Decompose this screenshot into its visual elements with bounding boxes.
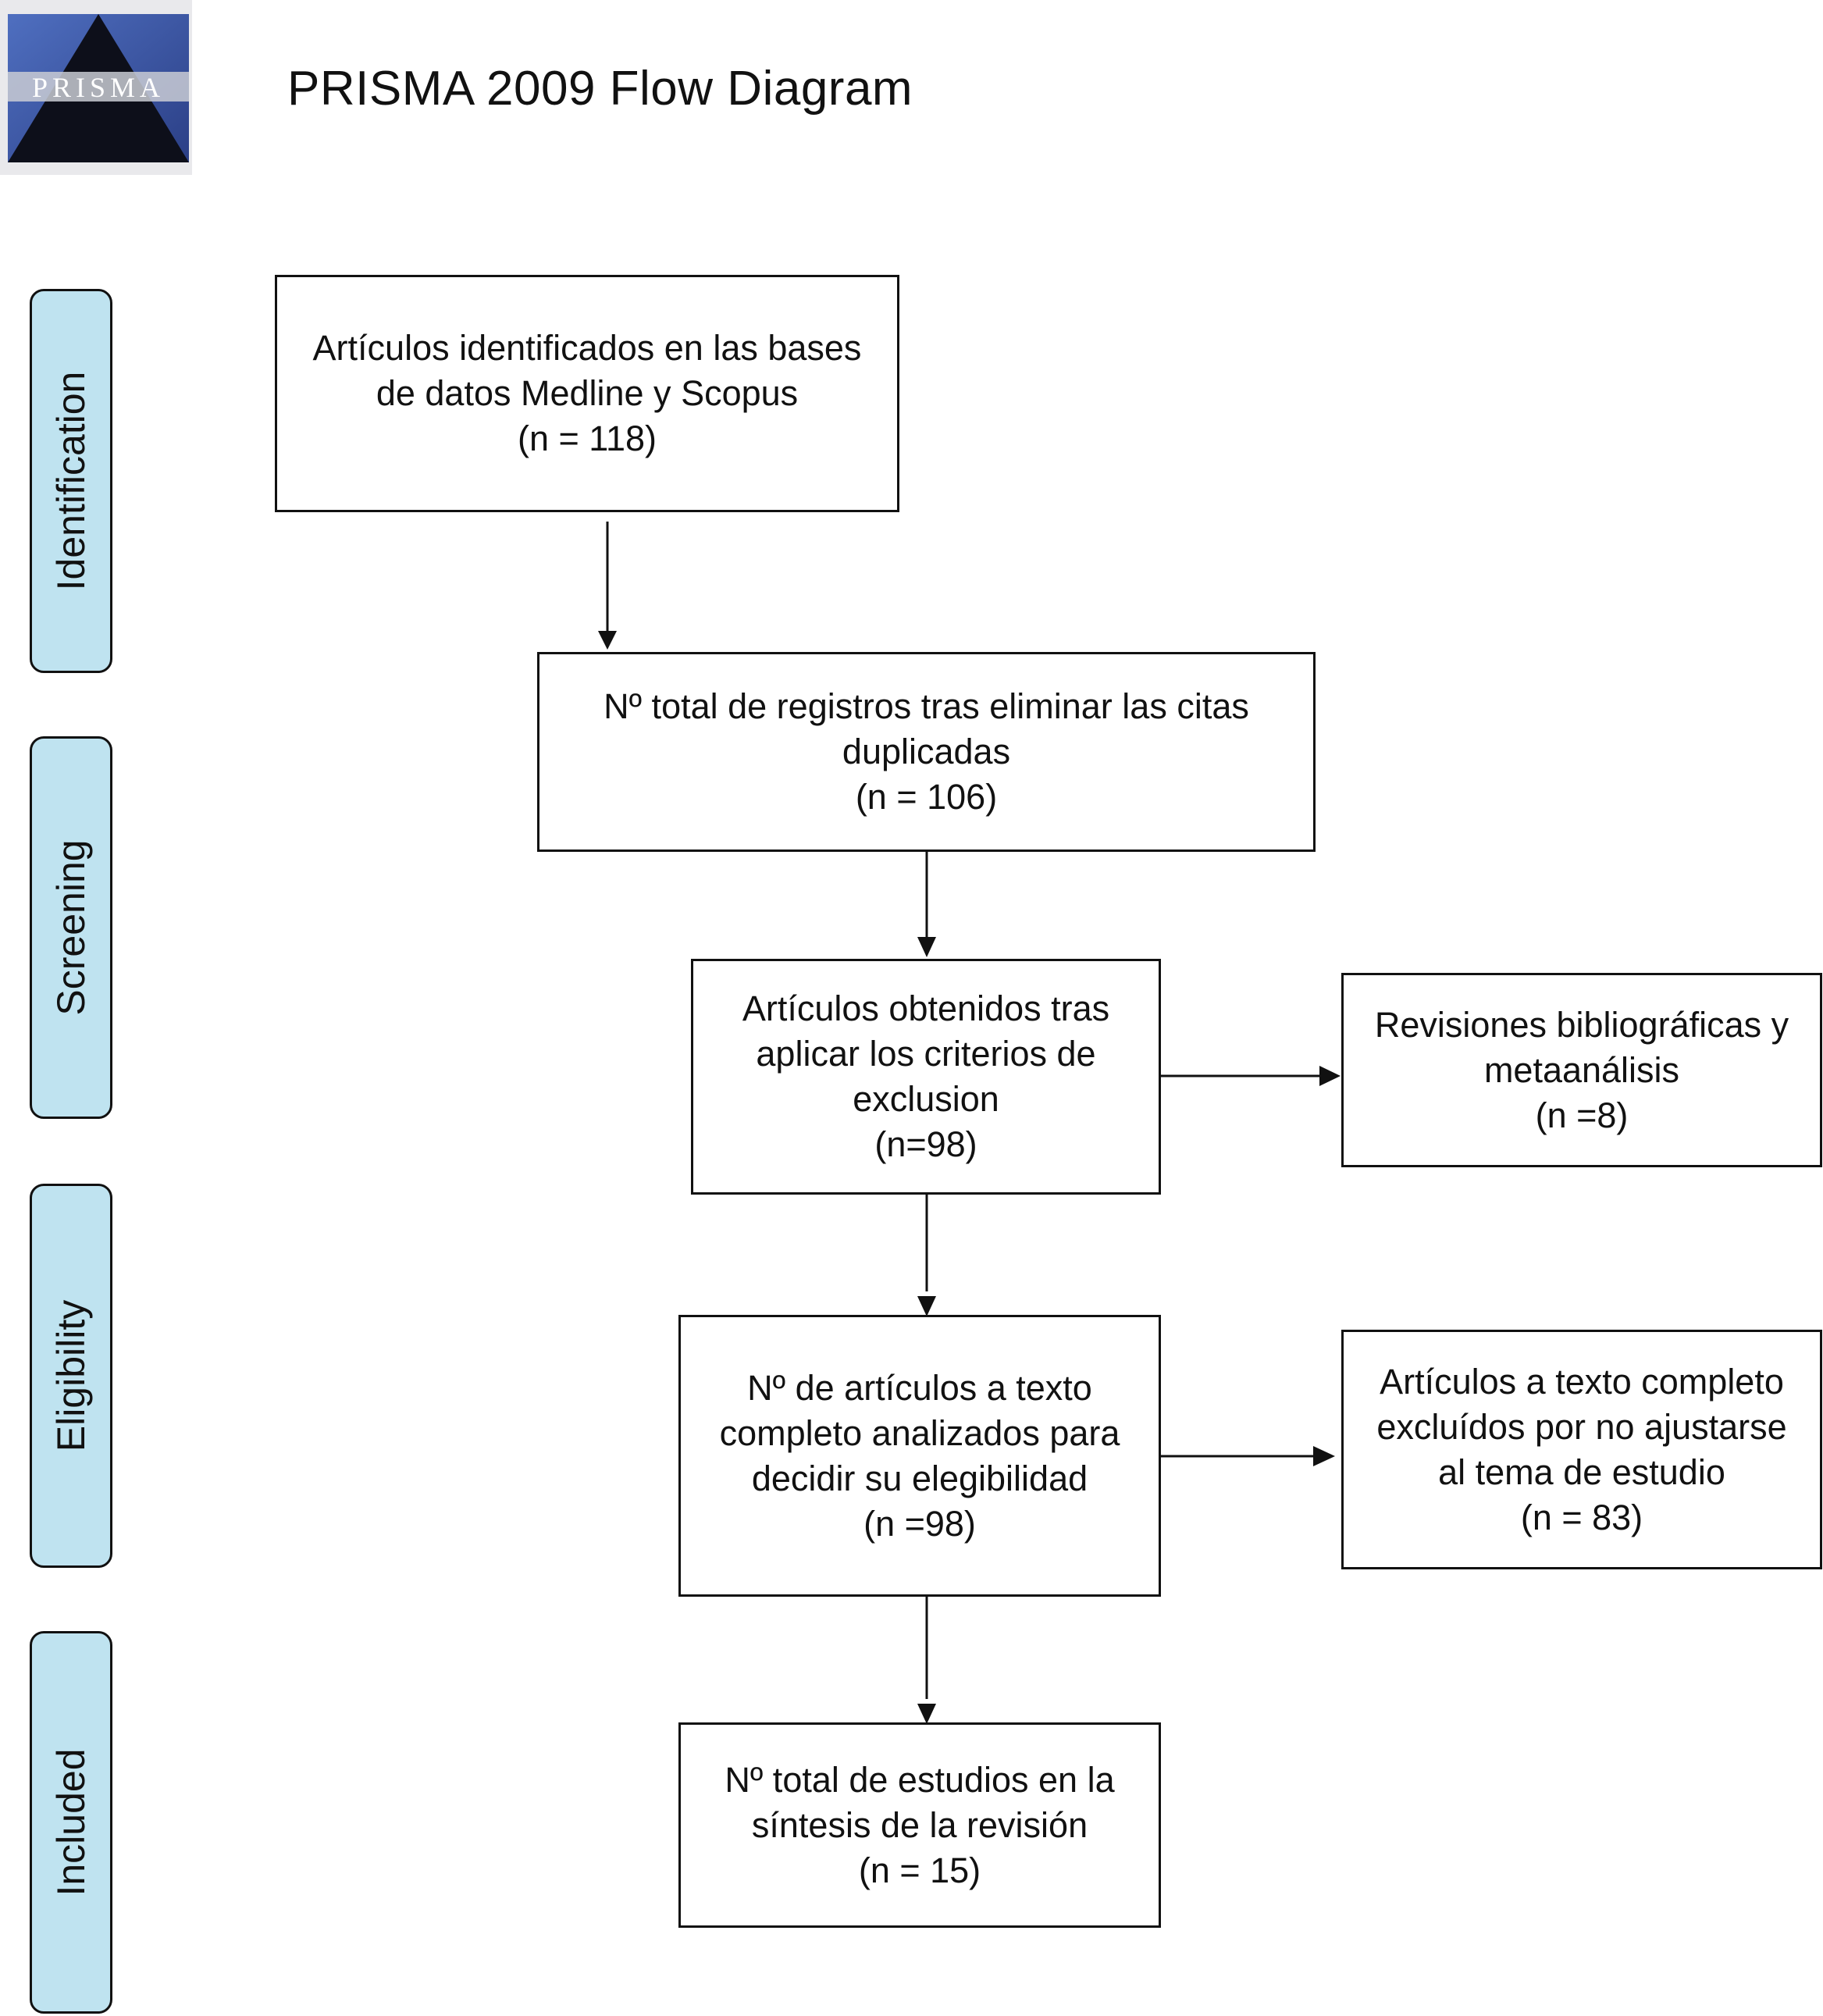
stage-identification: Identification — [30, 289, 112, 673]
box-fulltext-assessed: Nº de artículos a texto completo analiza… — [678, 1315, 1161, 1597]
box-line: (n = 118) — [517, 419, 657, 458]
box-line: completo analizados para — [719, 1412, 1120, 1453]
arrowhead — [917, 1704, 936, 1724]
arrowhead — [1319, 1066, 1341, 1086]
box-line: (n=98) — [874, 1124, 977, 1164]
box-records-identified: Artículos identificados en las bases de … — [275, 275, 899, 512]
arrowhead — [598, 631, 617, 650]
box-line: de datos Medline y Scopus — [376, 373, 799, 413]
box-line: Nº total de estudios en la — [725, 1759, 1115, 1800]
stage-screening: Screening — [30, 736, 112, 1119]
prisma-logo-graphic: PRISMA — [8, 14, 189, 162]
box-line: Nº de artículos a texto — [747, 1367, 1092, 1408]
box-line: Nº total de registros tras eliminar las … — [604, 686, 1249, 726]
box-line: Artículos a texto completo — [1380, 1361, 1784, 1402]
stage-included: Included — [30, 1631, 112, 2014]
box-line: (n =98) — [863, 1503, 976, 1544]
box-line: duplicadas — [842, 732, 1011, 771]
box-line: Revisiones bibliográficas y — [1374, 1004, 1789, 1045]
box-line: síntesis de la revisión — [751, 1804, 1088, 1845]
arrowhead — [1313, 1446, 1335, 1466]
box-line: (n = 15) — [858, 1850, 981, 1890]
box-studies-included: Nº total de estudios en la síntesis de l… — [678, 1722, 1161, 1928]
box-records-screened: Artículos obtenidos tras aplicar los cri… — [691, 959, 1161, 1195]
arrowhead — [917, 937, 936, 957]
box-line: (n = 83) — [1520, 1497, 1643, 1537]
prisma-logo: PRISMA — [0, 0, 192, 175]
box-line: metaanálisis — [1483, 1049, 1680, 1090]
box-records-deduplicated: Nº total de registros tras eliminar las … — [537, 652, 1316, 852]
box-line: exclusion — [853, 1079, 999, 1119]
box-fulltext-excluded: Artículos a texto completo excluídos por… — [1341, 1330, 1822, 1569]
box-line: (n = 106) — [855, 777, 998, 817]
box-line: (n =8) — [1535, 1095, 1629, 1135]
box-reviews-excluded: Revisiones bibliográficas y metaanálisis… — [1341, 973, 1822, 1167]
box-line: excluídos por no ajustarse — [1376, 1406, 1787, 1447]
box-line: Artículos obtenidos tras — [742, 988, 1110, 1028]
page-title: PRISMA 2009 Flow Diagram — [287, 62, 913, 116]
logo-text: PRISMA — [32, 72, 165, 103]
arrowhead — [917, 1296, 936, 1316]
box-line: aplicar los criterios de — [756, 1034, 1096, 1074]
box-line: Artículos identificados en las bases — [312, 328, 862, 368]
box-line: decidir su elegibilidad — [751, 1458, 1088, 1498]
box-line: al tema de estudio — [1438, 1451, 1725, 1492]
stage-eligibility: Eligibility — [30, 1184, 112, 1568]
